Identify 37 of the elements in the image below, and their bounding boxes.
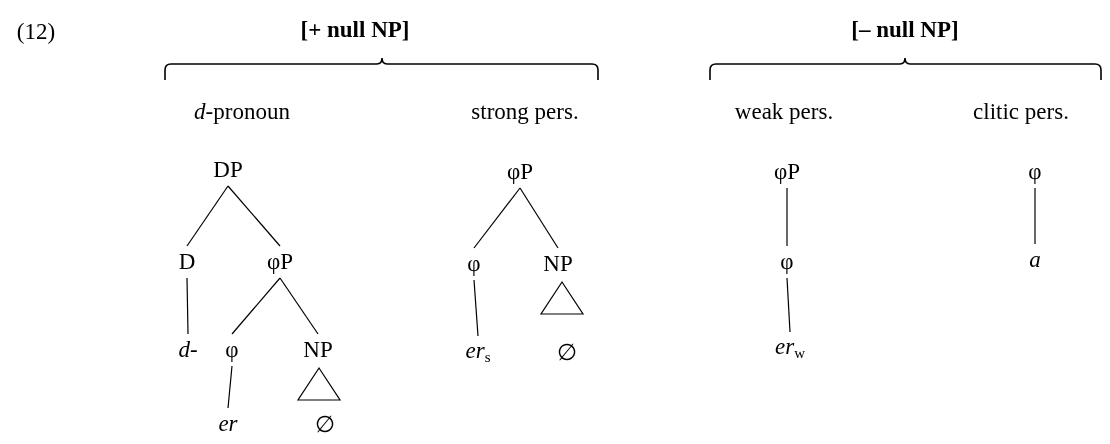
tree-node-label: φ — [223, 334, 241, 366]
tree-node-label: er — [216, 408, 240, 440]
tree-node-label: er$_{w}$ — [773, 332, 807, 364]
tree-node-label: φ — [778, 246, 796, 278]
tree-node-label: φP — [771, 156, 803, 188]
tree-branch — [186, 277, 189, 335]
tree-branch — [786, 187, 788, 247]
category-label: weak pers. — [734, 98, 834, 126]
tree-node-label: NP — [541, 248, 575, 280]
category-label: d-pronoun — [194, 98, 290, 126]
tree-node-label: φP — [264, 246, 296, 278]
tree-branch — [1034, 187, 1036, 245]
tree-node-label: NP — [301, 334, 335, 366]
tree-node-label: φ — [465, 248, 483, 280]
tree-node-label: ∅ — [555, 336, 579, 368]
example-number: (12) — [16, 18, 56, 46]
tree-node-label: ∅ — [313, 408, 337, 440]
category-label: clitic pers. — [973, 98, 1069, 126]
tree-branch — [279, 277, 319, 335]
tree-branch — [227, 185, 281, 247]
tree-branch — [519, 187, 559, 249]
tree-branch — [231, 277, 281, 335]
tree-node-label: er$_{s}$ — [463, 336, 493, 368]
tree-node-label: φP — [504, 156, 536, 188]
group-heading: [+ null NP] — [300, 16, 410, 44]
tree-branch — [227, 365, 233, 409]
group-heading: [– null NP] — [851, 16, 959, 44]
tree-branch — [786, 277, 791, 333]
tree-branch — [473, 187, 521, 249]
tree-node-label: a — [1027, 244, 1043, 276]
category-label: strong pers. — [471, 98, 579, 126]
tree-node-label: D — [176, 246, 198, 278]
tree-node-label: φ — [1026, 156, 1044, 188]
tree-branch — [473, 279, 479, 337]
tree-node-label: d- — [176, 334, 200, 366]
tree-node-label: DP — [211, 154, 245, 186]
tree-branch — [186, 185, 229, 247]
